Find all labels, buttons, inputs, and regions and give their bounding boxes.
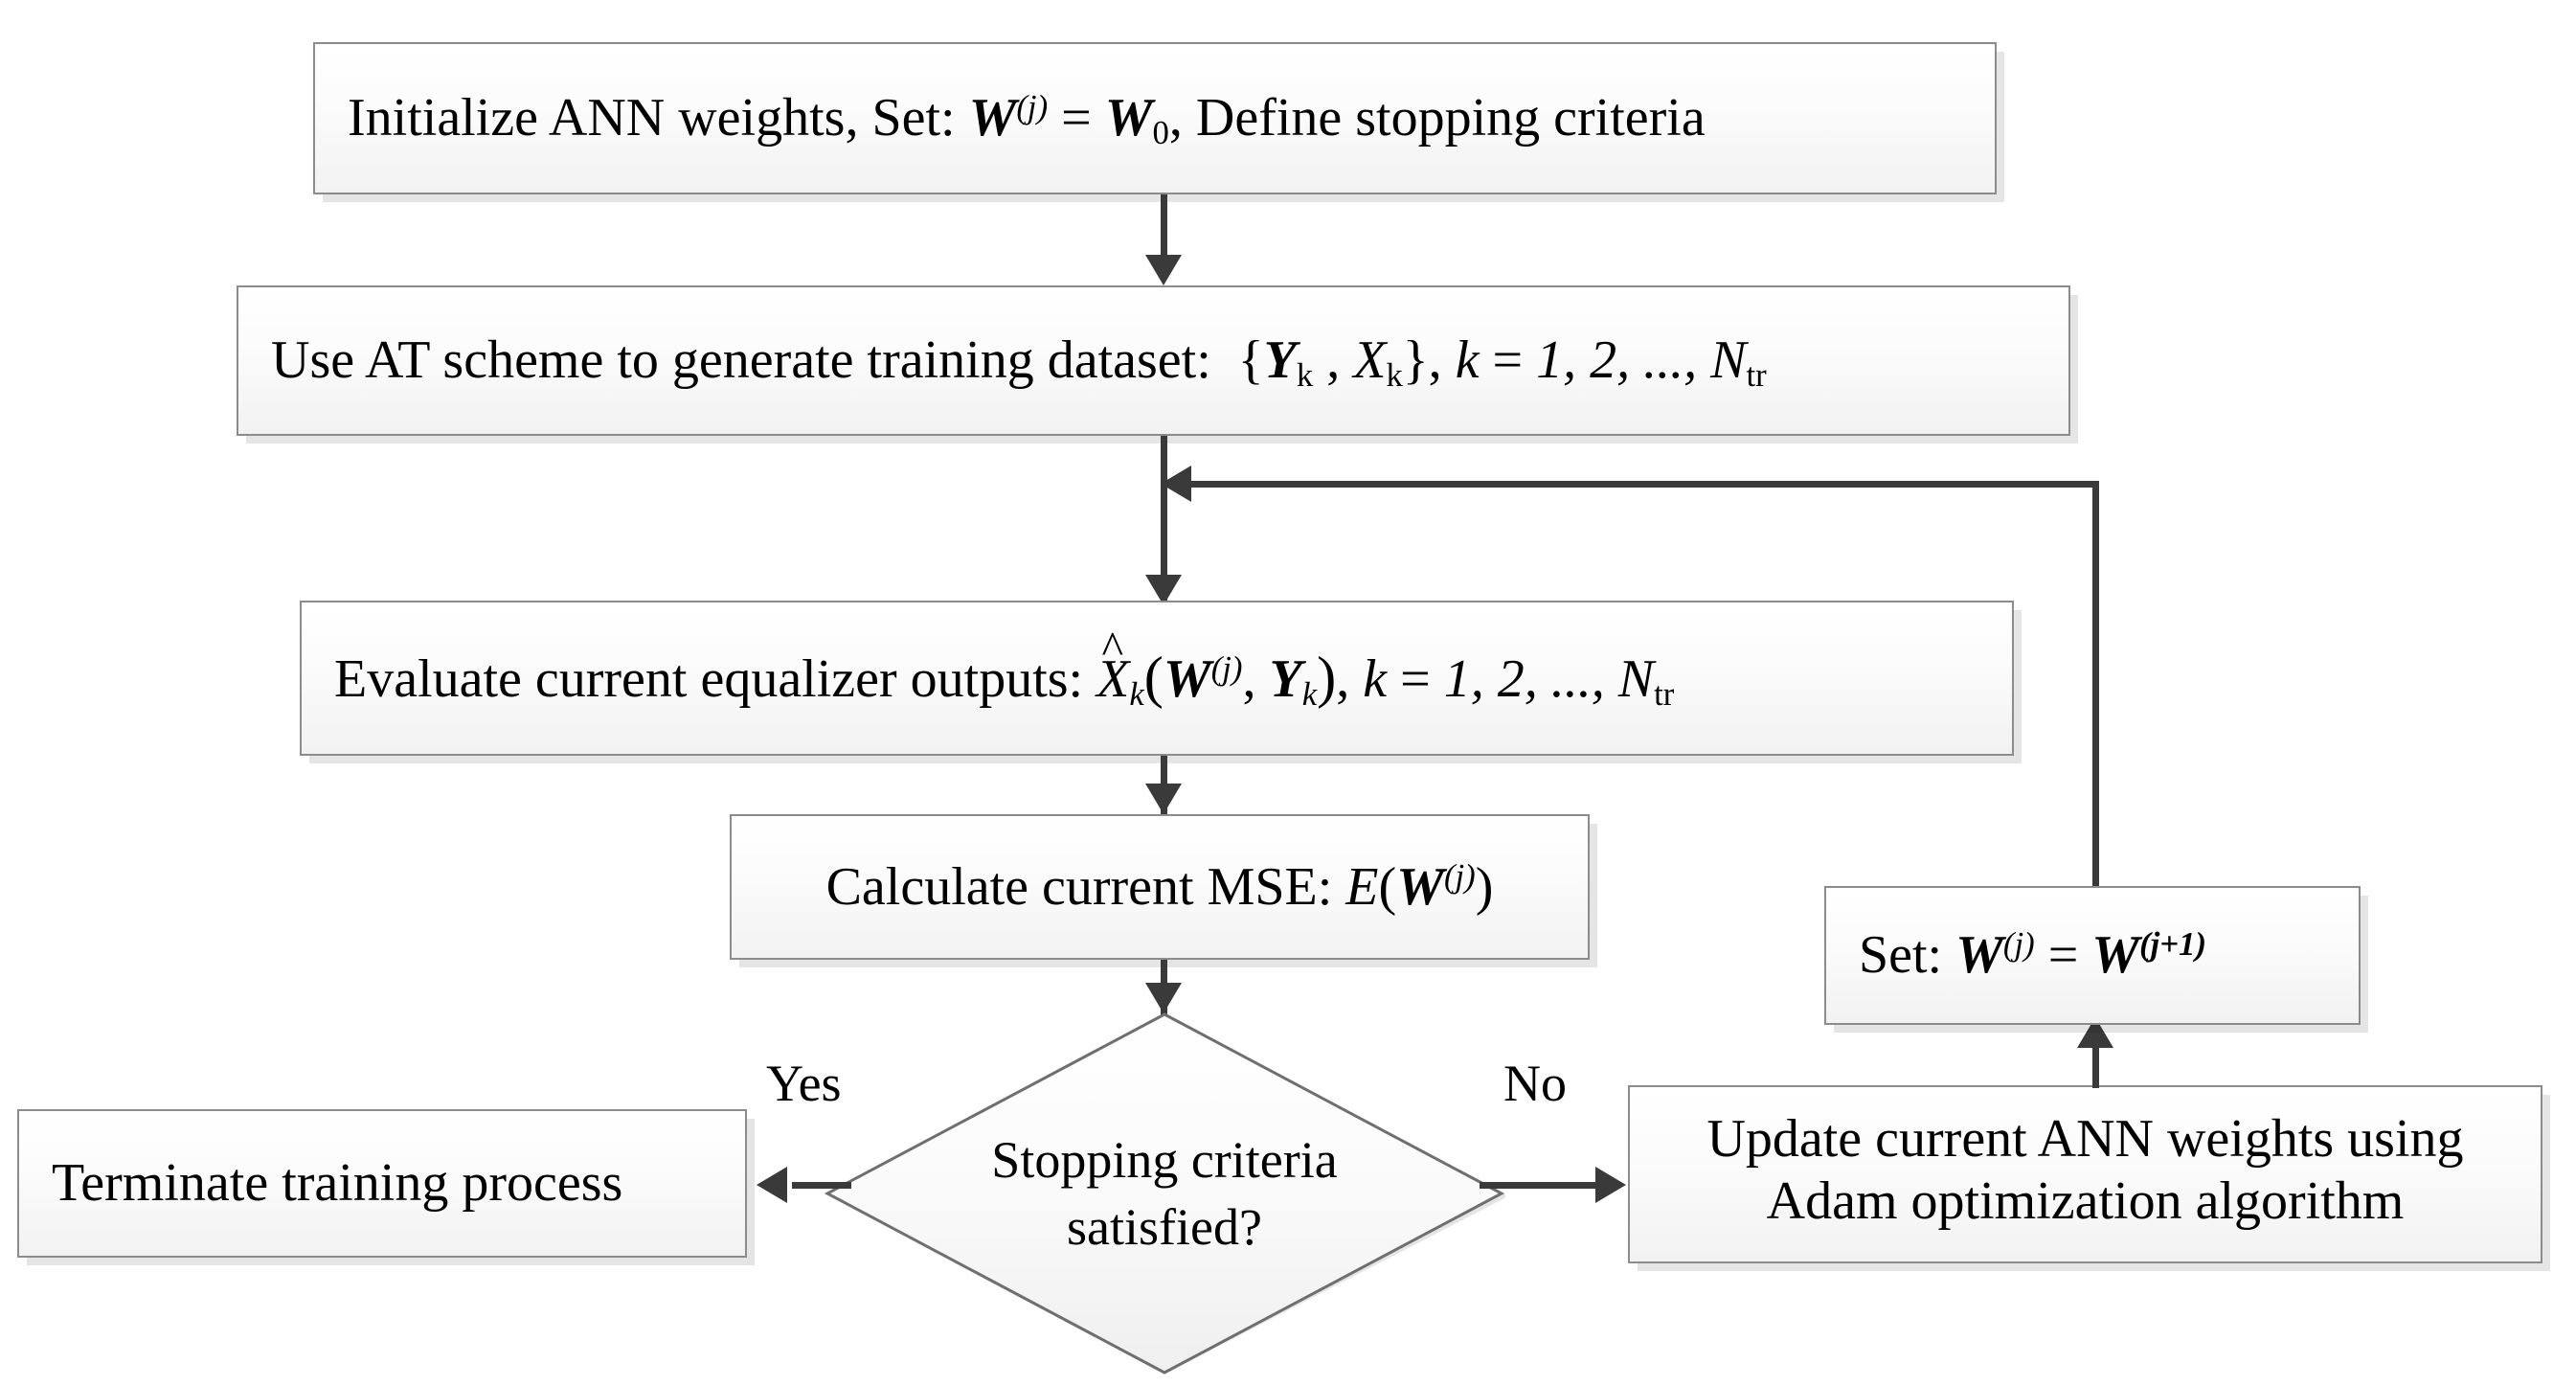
connector-update-to-set bbox=[2092, 1021, 2099, 1088]
node-set-weights-label: Set: W(j) = W(j+1) bbox=[1859, 924, 2207, 986]
node-update-weights-line-1: Update current ANN weights using bbox=[1706, 1109, 2464, 1169]
node-initialize[interactable]: Initialize ANN weights, Set: W(j) = W0, … bbox=[313, 42, 1997, 194]
node-evaluate-outputs-label: Evaluate current equalizer outputs: Xk(W… bbox=[334, 645, 2012, 712]
node-generate-dataset-label: Use AT scheme to generate training datas… bbox=[271, 330, 1767, 395]
node-update-weights[interactable]: Update current ANN weights using Adam op… bbox=[1628, 1085, 2542, 1263]
node-set-weights[interactable]: Set: W(j) = W(j+1) bbox=[1824, 886, 2361, 1025]
node-generate-dataset[interactable]: Use AT scheme to generate training datas… bbox=[237, 285, 2070, 436]
arrowhead-decision-to-terminate bbox=[757, 1167, 787, 1203]
node-stopping-criteria[interactable]: Stopping criteria satisfied? bbox=[824, 1011, 1505, 1376]
node-calculate-mse-label: Calculate current MSE: E(W(j)) bbox=[825, 856, 1494, 917]
connector-feedback-vertical bbox=[2092, 481, 2099, 888]
connector-decision-to-update bbox=[1480, 1182, 1602, 1189]
edge-label-yes: Yes bbox=[766, 1055, 842, 1112]
connector-init-to-dataset bbox=[1161, 194, 1167, 261]
node-initialize-label: Initialize ANN weights, Set: W(j) = W0, … bbox=[348, 87, 1706, 152]
node-calculate-mse[interactable]: Calculate current MSE: E(W(j)) bbox=[730, 814, 1590, 960]
arrowhead-dataset-to-evaluate bbox=[1145, 575, 1182, 605]
diamond-shape bbox=[824, 1012, 1505, 1375]
arrowhead-init-to-dataset bbox=[1145, 255, 1182, 285]
arrowhead-feedback-into-main bbox=[1161, 466, 1191, 502]
connector-dataset-to-evaluate bbox=[1161, 436, 1167, 601]
arrowhead-evaluate-to-mse bbox=[1145, 784, 1182, 814]
node-update-weights-line-2: Adam optimization algorithm bbox=[1766, 1170, 2405, 1231]
connector-decision-to-terminate bbox=[792, 1182, 851, 1189]
node-terminate-label: Terminate training process bbox=[52, 1153, 623, 1214]
connector-feedback-horizontal bbox=[1187, 481, 2099, 488]
node-terminate[interactable]: Terminate training process bbox=[17, 1109, 747, 1258]
arrowhead-decision-to-update bbox=[1595, 1167, 1626, 1203]
arrowhead-mse-to-decision bbox=[1145, 983, 1182, 1013]
edge-label-no: No bbox=[1503, 1055, 1567, 1112]
node-evaluate-outputs[interactable]: Evaluate current equalizer outputs: Xk(W… bbox=[300, 601, 2014, 756]
